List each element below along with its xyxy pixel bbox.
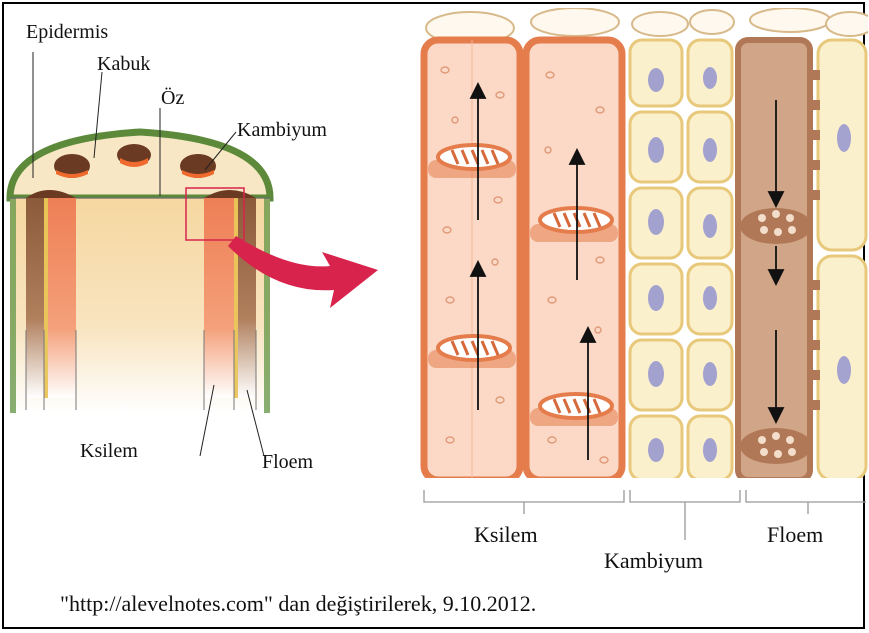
cambium-cells [630,40,732,480]
label-floem-right: Floem [767,522,823,547]
label-kambiyum-left: Kambiyum [237,119,327,141]
label-ksilem-left: Ksilem [80,440,138,462]
label-floem-left: Floem [262,451,314,473]
epidermis-edge-right [264,198,270,413]
label-kabuk: Kabuk [97,53,150,75]
vascular-strand-left [26,190,76,398]
vascular-strand-right [204,190,256,398]
xylem-vessel-1 [424,40,520,480]
label-kambiyum-right: Kambiyum [604,548,703,573]
epidermis-edge-left [10,198,16,413]
stem-illustration [10,52,378,456]
xylem-vessel-2 [526,40,622,480]
label-ksilem-right: Ksilem [474,522,538,547]
label-oz: Öz [161,86,184,109]
label-epidermis: Epidermis [26,21,108,43]
tissue-enlargement [424,8,869,480]
source-caption: "http://alevelnotes.com" dan değiştirile… [60,591,536,616]
